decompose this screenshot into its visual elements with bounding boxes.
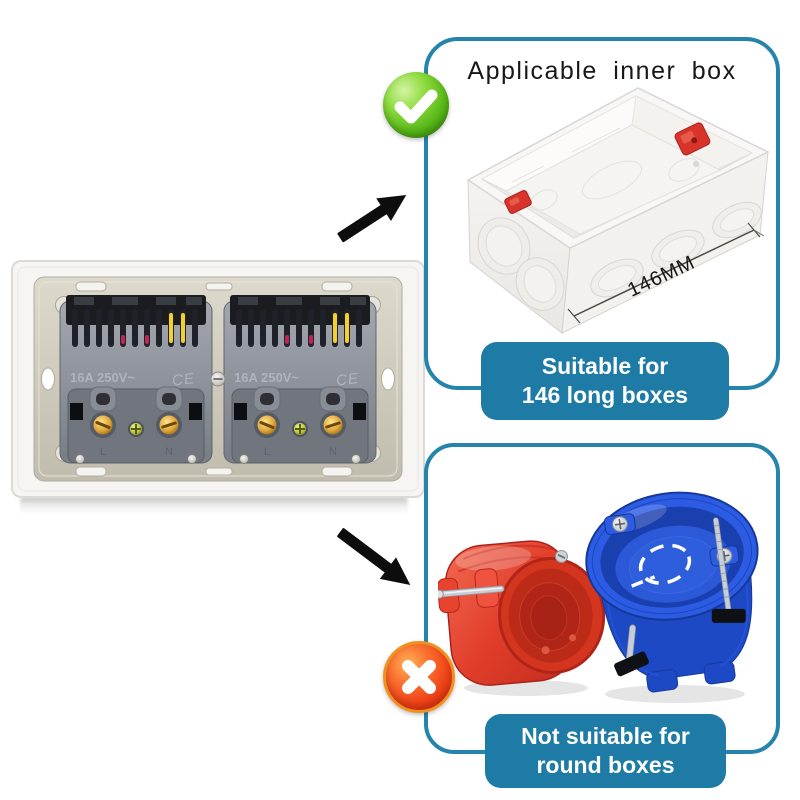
panel-title: Applicable inner box	[467, 57, 737, 85]
blue-round-box-photo	[585, 491, 759, 703]
unsuitable-banner: Not suitable for round boxes	[485, 714, 726, 788]
round-knockouts-left	[477, 217, 565, 311]
banner-line: Not suitable for	[521, 723, 690, 750]
red-round-box-photo	[438, 540, 606, 696]
oval-knockouts-front	[590, 201, 762, 298]
floor-details	[511, 127, 700, 211]
suitable-banner: Suitable for 146 long boxes	[481, 342, 729, 420]
banner-line: round boxes	[536, 752, 675, 778]
socket-drop-shadow	[20, 497, 408, 514]
rectangular-inner-box-photo: 146MM	[466, 87, 770, 334]
rim-screw	[554, 549, 568, 563]
banner-line: Suitable for	[541, 353, 669, 380]
red-box-opening	[498, 557, 606, 674]
arrow-down-right-icon	[337, 528, 411, 585]
arrow-up-right-icon	[337, 194, 407, 243]
clamp-red	[504, 190, 532, 214]
banner-line: 146 long boxes	[521, 382, 689, 408]
check-icon	[383, 72, 449, 138]
wall-socket-rear-photo: 16A 250V~ CE	[11, 260, 425, 498]
clamp-red	[674, 122, 711, 156]
fixing-rod	[438, 568, 505, 614]
cross-icon	[383, 641, 455, 713]
center-screw	[210, 371, 226, 387]
fixing-screws	[604, 513, 746, 677]
